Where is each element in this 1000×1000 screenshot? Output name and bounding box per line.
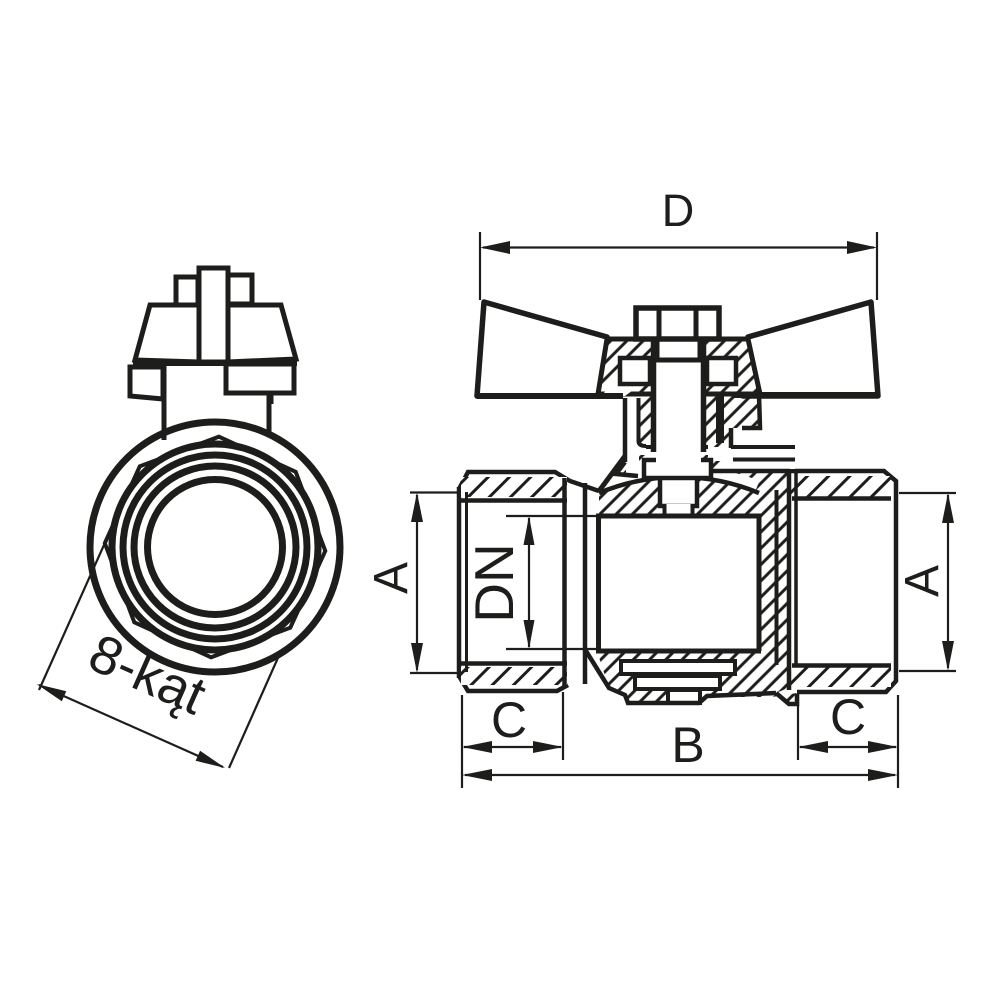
svg-text:A: A [365, 562, 418, 594]
svg-text:DN: DN [463, 543, 525, 622]
svg-text:C: C [491, 692, 527, 748]
svg-text:C: C [830, 689, 866, 745]
svg-text:A: A [896, 565, 949, 597]
svg-text:B: B [671, 717, 704, 773]
svg-text:D: D [662, 185, 695, 236]
